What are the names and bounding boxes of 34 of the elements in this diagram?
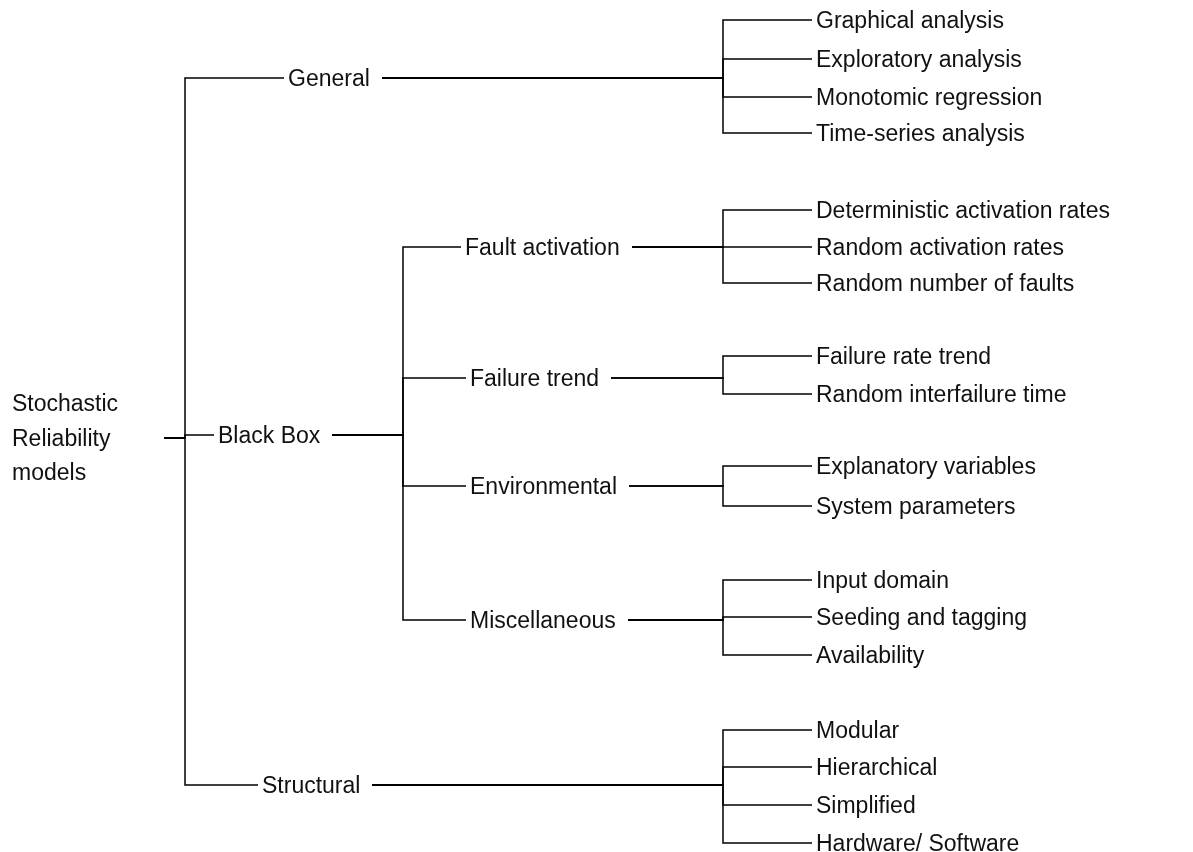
tree-node-label: Seeding and tagging — [816, 599, 1028, 634]
tree-node-label: Hardware/ Software — [816, 825, 1020, 852]
tree-node-label: System parameters — [816, 488, 1016, 523]
tree-connector — [371, 784, 813, 844]
tree-node-label: Failure rate trend — [816, 338, 992, 373]
tree-node-label: Exploratory analysis — [816, 41, 1022, 76]
tree-connector — [627, 619, 813, 656]
tree-node-label: Simplified — [816, 787, 916, 822]
tree-connector — [331, 434, 467, 621]
tree-node-label: Graphical analysis — [816, 2, 1004, 37]
tree-connector — [628, 485, 813, 507]
tree-connector — [163, 437, 259, 786]
tree-node-label: Input domain — [816, 562, 949, 597]
tree-node-label: Miscellaneous — [470, 602, 616, 637]
tree-node-label: Stochastic Reliability models — [12, 386, 152, 490]
tree-node-label: Fault activation — [465, 229, 620, 264]
tree-node-label: Environmental — [470, 468, 618, 503]
tree-node-label: Failure trend — [470, 360, 600, 395]
tree-node-label: Random number of faults — [816, 265, 1075, 300]
tree-connector — [610, 377, 813, 395]
tree-node-label: Hierarchical — [816, 749, 938, 784]
tree-node-label: Random interfailure time — [816, 376, 1067, 411]
tree-node-label: Deterministic activation rates — [816, 192, 1110, 227]
tree-node-label: Black Box — [218, 417, 321, 452]
tree-node-label: General — [288, 60, 370, 95]
tree-node-label: Monotomic regression — [816, 79, 1043, 114]
tree-connector — [631, 246, 813, 284]
tree-node-label: Time-series analysis — [816, 115, 1025, 150]
tree-node-label: Explanatory variables — [816, 448, 1036, 483]
tree-node-label: Random activation rates — [816, 229, 1064, 264]
tree-node-label: Structural — [262, 767, 361, 802]
tree-node-label: Modular — [816, 712, 900, 747]
tree-node-label: Availability — [816, 637, 925, 672]
tree-connector — [381, 77, 813, 134]
